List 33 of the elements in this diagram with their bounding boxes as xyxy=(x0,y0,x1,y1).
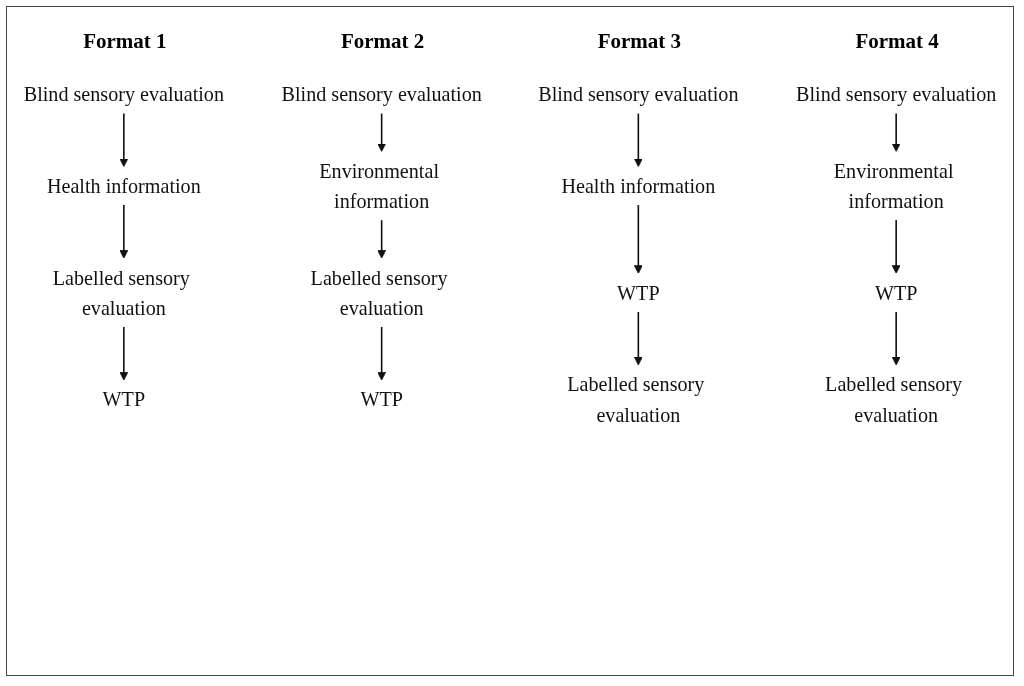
node-text: Labelled sensory evaluation xyxy=(310,266,448,319)
node-text: WTP xyxy=(617,281,660,304)
node-text: Health information xyxy=(46,174,201,197)
arrow xyxy=(377,112,387,152)
column-heading: Format 4 xyxy=(855,29,939,54)
node-text: WTP xyxy=(102,388,146,411)
arrow xyxy=(891,219,901,274)
node-text: Health information xyxy=(561,174,716,197)
arrow xyxy=(891,112,901,152)
node-text: Blind sensory evaluation xyxy=(538,83,739,106)
arrow xyxy=(633,204,643,274)
arrow xyxy=(633,310,643,366)
flow-diagram: Blind sensory evaluation Health information Labelled sensory evaluation WTP Blind sensory evaluation Environmental information Labelled sensory evaluation WTP Blind sensory evaluation Health information WTP Labelled sensory evaluation Blind sensory evaluation Environmental information WTP Labelled sensory evaluation xyxy=(7,67,1013,442)
arrow xyxy=(891,310,901,366)
node-text: Environmental information xyxy=(833,159,954,213)
column-heading: Format 2 xyxy=(340,29,425,54)
node-text: Blind sensory evaluation xyxy=(23,83,224,106)
arrow xyxy=(119,204,129,259)
node-text: Blind sensory evaluation xyxy=(281,83,482,106)
arrow xyxy=(377,219,387,259)
node-text: Labelled sensory evaluation xyxy=(567,373,705,426)
node-text: Environmental information xyxy=(319,159,439,213)
node-text: WTP xyxy=(360,388,403,411)
node-text: Labelled sensory evaluation xyxy=(825,373,963,426)
node-text: Labelled sensory evaluation xyxy=(52,266,190,319)
arrow xyxy=(119,112,129,168)
arrow xyxy=(119,326,129,381)
node-text: Blind sensory evaluation xyxy=(796,83,997,106)
node-text: WTP xyxy=(874,281,918,304)
arrow xyxy=(633,112,643,168)
column-heading: Format 3 xyxy=(597,29,681,54)
arrow xyxy=(377,326,387,381)
column-heading: Format 1 xyxy=(83,29,167,54)
